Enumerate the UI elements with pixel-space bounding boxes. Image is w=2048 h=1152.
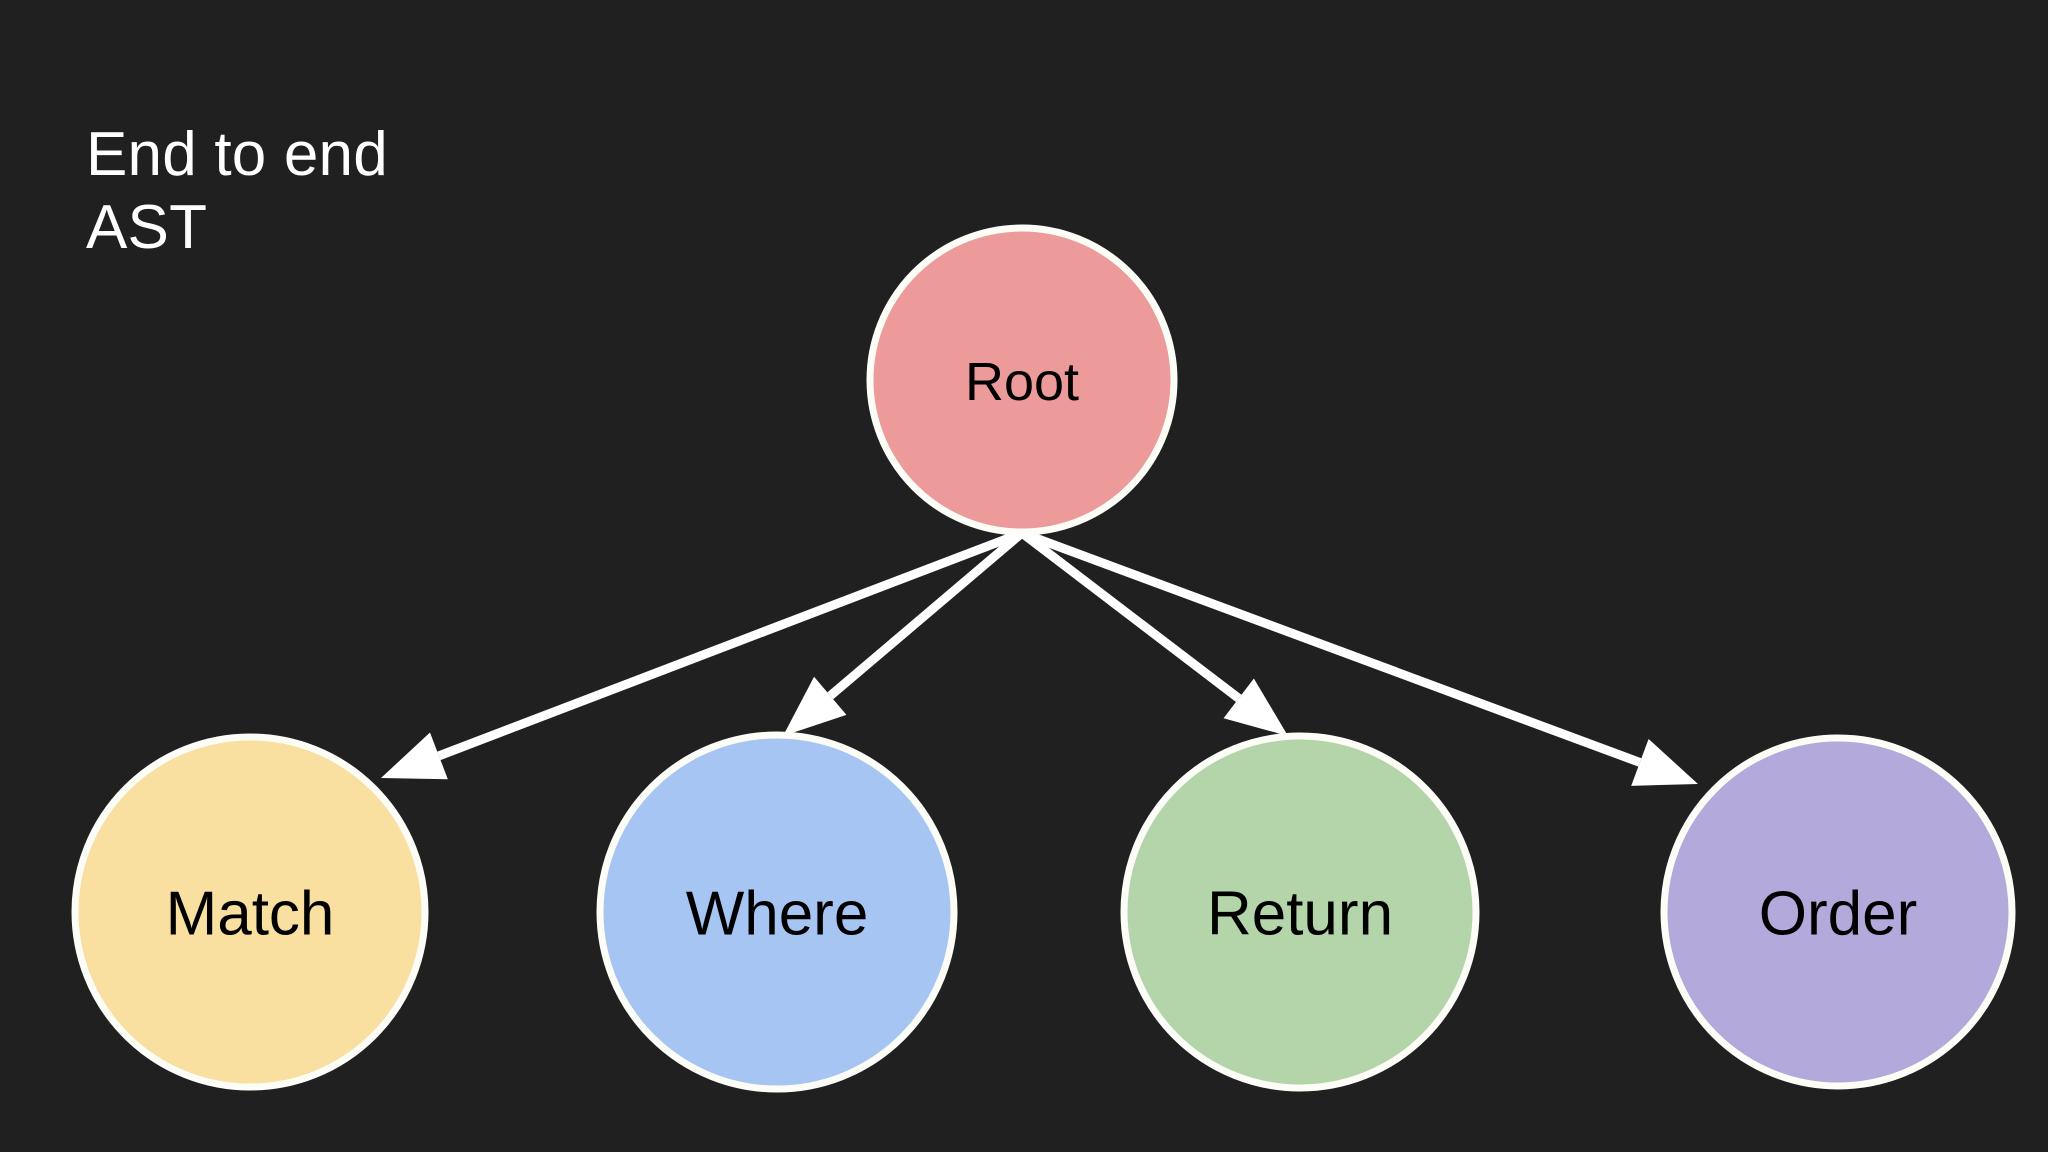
node-return-circle[interactable] — [1120, 732, 1480, 1092]
page-title: End to end AST — [86, 120, 388, 263]
node-match-circle[interactable] — [71, 733, 429, 1091]
arrowhead-root-match — [381, 732, 448, 780]
edge-root-match — [437, 528, 1024, 761]
node-match[interactable]: Match — [71, 733, 429, 1091]
node-root-circle[interactable] — [866, 224, 1178, 536]
node-order[interactable]: Order — [1660, 734, 2016, 1090]
edge-root-return — [1019, 529, 1242, 702]
edges-layer — [381, 528, 1698, 786]
node-return[interactable]: Return — [1120, 732, 1480, 1092]
node-order-circle[interactable] — [1660, 734, 2016, 1090]
node-where[interactable]: Where — [596, 731, 958, 1093]
edge-root-where — [827, 529, 1025, 700]
arrowhead-root-return — [1223, 678, 1288, 736]
arrowhead-root-where — [783, 676, 847, 736]
node-root[interactable]: Root — [866, 224, 1178, 536]
node-where-circle[interactable] — [596, 731, 958, 1093]
node-root-label: Root — [965, 352, 1079, 412]
node-match-label: Match — [166, 880, 335, 949]
node-order-label: Order — [1759, 880, 1917, 949]
edge-root-order — [1020, 528, 1642, 767]
node-return-label: Return — [1207, 880, 1393, 949]
node-where-label: Where — [686, 880, 869, 949]
arrowhead-root-order — [1631, 738, 1698, 786]
